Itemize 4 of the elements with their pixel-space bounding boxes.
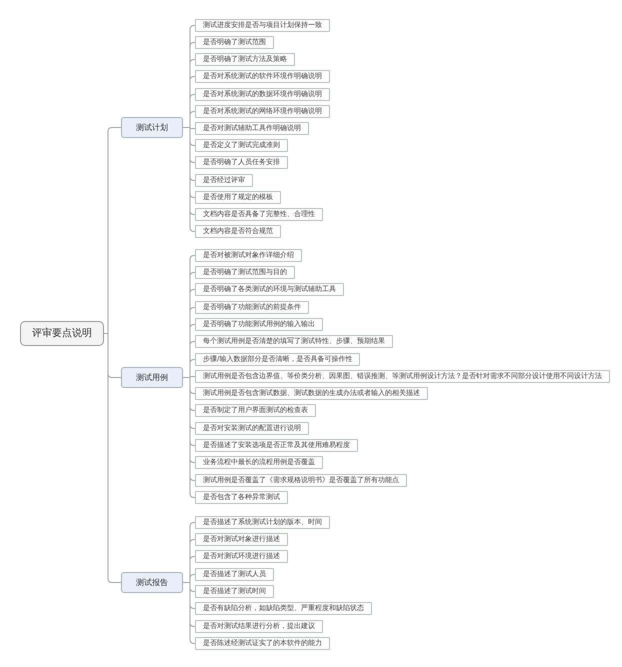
branch-box: 测试计划 xyxy=(121,117,183,138)
topic-box: 评审要点说明 xyxy=(20,321,104,346)
branch-box: 测试用例 xyxy=(121,367,183,388)
branch-box: 测试报告 xyxy=(121,572,183,593)
